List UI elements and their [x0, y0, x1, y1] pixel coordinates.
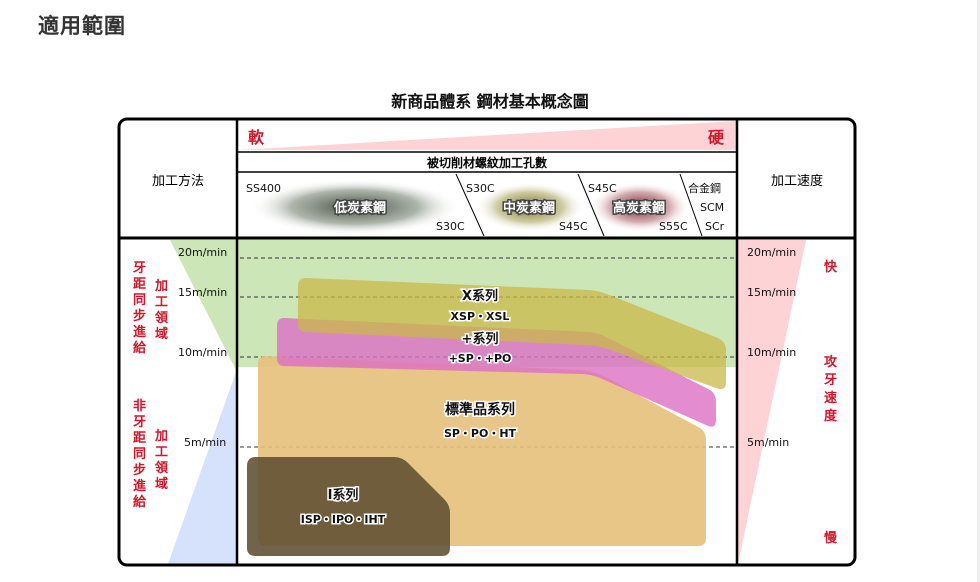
frame: [117, 117, 857, 567]
mat-ss400: SS400: [246, 182, 281, 195]
mat-scm: SCM: [700, 201, 724, 214]
svg-text:牙: 牙: [133, 415, 146, 430]
mat-s55c: S55C: [659, 220, 688, 233]
svg-text:給: 給: [133, 494, 147, 510]
mid-carbon-blob: [475, 182, 585, 232]
svg-text:距: 距: [133, 277, 146, 292]
mat-s45c: S45C: [559, 220, 588, 233]
svg-text:進: 進: [133, 478, 146, 494]
svg-text:加: 加: [154, 429, 168, 444]
speed-tick: 20m/min: [178, 246, 227, 259]
svg-text:域: 域: [155, 476, 168, 492]
standard-series-items: SP・PO・HT: [444, 427, 517, 440]
svg-text:牙: 牙: [824, 373, 837, 388]
mat-s30c: S30C: [466, 182, 495, 195]
svg-text:領: 領: [155, 460, 169, 476]
speed-tick: 10m/min: [178, 346, 227, 359]
svg-text:攻: 攻: [824, 354, 838, 370]
svg-text:牙: 牙: [133, 261, 146, 276]
right-speed-axis: 20m/min 15m/min 10m/min 5m/min: [747, 246, 796, 449]
svg-text:領: 領: [155, 310, 169, 326]
mat-scr: SCr: [705, 220, 725, 233]
speed-tick: 20m/min: [747, 246, 796, 259]
speed-tick: 10m/min: [747, 346, 796, 359]
i-series-region: [247, 457, 450, 556]
slow-label: 慢: [824, 530, 838, 546]
svg-text:加: 加: [154, 279, 168, 294]
material-header: 被切削材螺紋加工孔數: [427, 155, 547, 170]
i-series-items: ISP・IPO・IHT: [301, 513, 386, 526]
plus-series-name: +系列: [462, 331, 499, 347]
scrollbar[interactable]: [977, 0, 980, 582]
svg-text:步: 步: [133, 462, 146, 478]
x-series-name: X系列: [462, 288, 498, 304]
svg-text:步: 步: [133, 308, 146, 324]
mat-alloy: 合金鋼: [688, 181, 721, 195]
speed-header: 加工速度: [771, 173, 823, 189]
nonsync-zone-shade: [168, 372, 236, 564]
mid-carbon-label: 中炭素鋼: [503, 200, 555, 216]
section-title: 適用範圍: [38, 14, 126, 38]
speed-gradient: [738, 240, 806, 564]
x-series-items: XSP・XSL: [451, 310, 510, 323]
speed-tick: 5m/min: [747, 436, 789, 449]
x-series-region: [298, 278, 726, 390]
low-carbon-blob: [250, 179, 460, 235]
sync-feed-label: 牙距 同步 進給 加工 領域: [133, 261, 169, 356]
hardness-gradient: [238, 121, 736, 150]
speed-tick: 15m/min: [747, 286, 796, 299]
method-header: 加工方法: [152, 173, 204, 189]
mat-s30c: S30C: [436, 220, 465, 233]
svg-text:距: 距: [133, 431, 146, 446]
svg-text:工: 工: [155, 295, 168, 310]
svg-text:度: 度: [824, 408, 838, 424]
hard-label: 硬: [708, 128, 725, 147]
high-carbon-blob: [590, 182, 690, 232]
soft-label: 軟: [248, 128, 265, 147]
speed-tick: 15m/min: [178, 286, 227, 299]
fast-label: 快: [824, 259, 838, 275]
plus-series-items: +SP・+PO: [449, 352, 512, 365]
tapping-speed-label: 快 攻牙 速度 慢: [824, 259, 838, 546]
svg-text:同: 同: [133, 293, 146, 308]
i-series-name: I系列: [328, 487, 359, 503]
sync-zone-shade: [170, 240, 236, 370]
svg-text:速: 速: [824, 390, 837, 406]
diagram-title: 新商品體系 鋼材基本概念圖: [391, 92, 589, 111]
mat-s45c: S45C: [588, 182, 617, 195]
speed-tick: 5m/min: [184, 436, 226, 449]
svg-text:非: 非: [133, 398, 146, 414]
svg-text:域: 域: [155, 326, 168, 342]
svg-text:同: 同: [133, 447, 146, 462]
svg-text:給: 給: [133, 340, 147, 356]
svg-text:進: 進: [133, 324, 146, 340]
nonsync-feed-label: 非牙 距同 步進 給 加工 領域: [133, 398, 169, 510]
left-speed-axis: 20m/min 15m/min 10m/min 5m/min: [178, 246, 227, 449]
standard-series-name: 標準品系列: [445, 401, 515, 418]
svg-text:工: 工: [155, 445, 168, 460]
low-carbon-label: 低炭素鋼: [333, 200, 386, 216]
high-carbon-label: 高炭素鋼: [613, 200, 665, 216]
